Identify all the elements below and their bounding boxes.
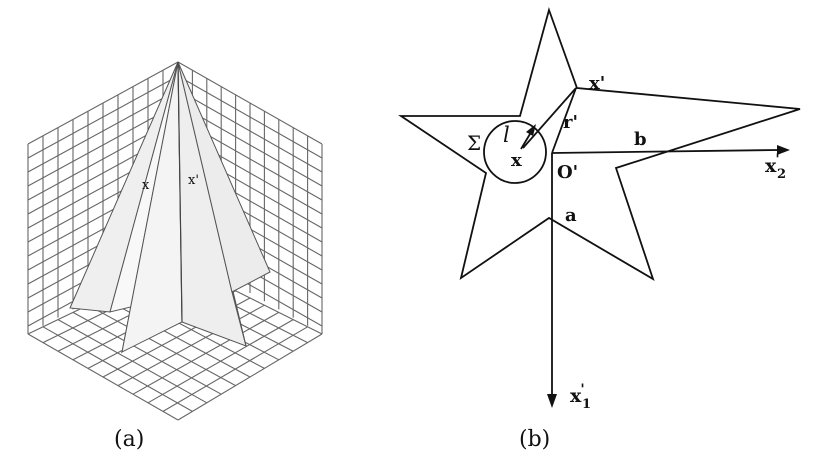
axis-x2-prime xyxy=(551,149,779,154)
grid-line xyxy=(177,333,323,421)
panel-a: x x' (a) xyxy=(27,61,323,452)
grid-line xyxy=(132,311,280,395)
grid-line xyxy=(162,326,308,412)
label-x1-prime: x'1 xyxy=(570,382,591,412)
label-l: l xyxy=(503,123,510,147)
label-r-prime: r' xyxy=(563,112,578,133)
star-outline xyxy=(398,7,801,281)
axis-x2-arrowhead xyxy=(777,145,790,155)
vector-o-to-x-prime xyxy=(551,87,577,154)
panel-b: Σ l x x' r' b O' a x'2 x'1 (b) xyxy=(398,7,801,452)
label-sigma: Σ xyxy=(467,131,481,155)
caption-b: (b) xyxy=(519,427,550,452)
grid-line xyxy=(27,75,179,159)
grid-line xyxy=(27,103,179,187)
label-a-x: x xyxy=(142,178,150,193)
vector-x-to-x-prime xyxy=(522,87,577,149)
label-a: a xyxy=(565,205,577,226)
label-a-x-prime: x' xyxy=(188,173,199,188)
prism-face-right-outer xyxy=(177,61,271,293)
grid-line xyxy=(147,319,294,404)
grid-line xyxy=(27,61,179,145)
star-prism xyxy=(69,61,271,354)
label-x-prime: x' xyxy=(589,73,605,94)
prism-ridge xyxy=(177,61,183,323)
label-b: b xyxy=(634,129,647,150)
grid-line xyxy=(117,304,265,387)
label-b-x: x xyxy=(511,150,522,171)
isometric-grid xyxy=(27,61,323,421)
label-o-prime: O' xyxy=(557,162,578,183)
grid-line xyxy=(27,89,179,173)
caption-a: (a) xyxy=(114,427,144,452)
neighborhood-circle-sigma xyxy=(483,120,547,184)
vector-l-arrowhead xyxy=(526,124,536,136)
label-x2-prime: x'2 xyxy=(765,152,786,182)
axis-x1-arrowhead xyxy=(547,394,557,408)
